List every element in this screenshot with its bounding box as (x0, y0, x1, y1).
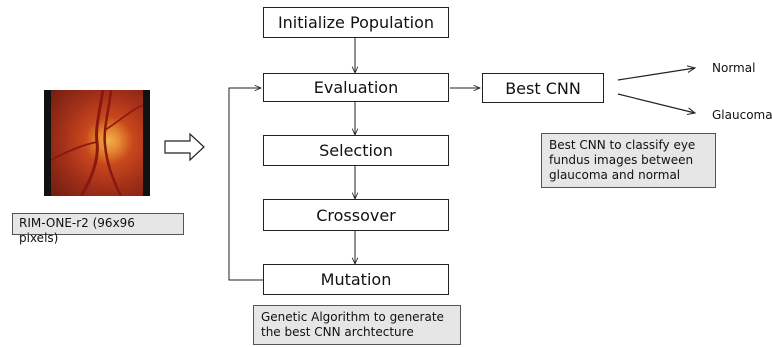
mutation-box: Mutation (263, 264, 449, 295)
fundus-image (44, 90, 150, 196)
cnn-note: Best CNN to classify eye fundus images b… (541, 133, 716, 188)
dataset-caption-text: RIM-ONE-r2 (96x96 pixels) (19, 216, 135, 245)
cnn-note-line2: fundus images between (549, 153, 694, 167)
cnn-note-line1: Best CNN to classify eye (549, 138, 696, 152)
best-cnn-box: Best CNN (482, 73, 604, 103)
output-glaucoma: Glaucoma (712, 108, 772, 122)
crossover-box: Crossover (263, 199, 449, 231)
evaluation-box: Evaluation (263, 73, 449, 102)
arrow-to-glaucoma (617, 93, 695, 113)
loop-back-arrow (228, 88, 263, 281)
cnn-note-line3: glaucoma and normal (549, 168, 681, 182)
dataset-caption: RIM-ONE-r2 (96x96 pixels) (12, 213, 184, 245)
hollow-arrow-icon (164, 132, 205, 162)
ga-note-line2: the best CNN archtecture (261, 325, 414, 339)
init-population-box: Initialize Population (263, 7, 449, 38)
arrow-to-normal (617, 68, 695, 81)
crossover-label: Crossover (316, 205, 396, 225)
selection-label: Selection (319, 141, 393, 160)
ga-note-line1: Genetic Algorithm to generate (261, 310, 444, 324)
output-normal: Normal (712, 61, 756, 75)
init-population-label: Initialize Population (277, 13, 435, 32)
ga-note: Genetic Algorithm to generate the best C… (253, 305, 461, 345)
best-cnn-label: Best CNN (505, 78, 581, 98)
retina-icon (51, 90, 143, 196)
mutation-label: Mutation (320, 270, 392, 289)
evaluation-label: Evaluation (313, 78, 399, 97)
selection-box: Selection (263, 135, 449, 166)
